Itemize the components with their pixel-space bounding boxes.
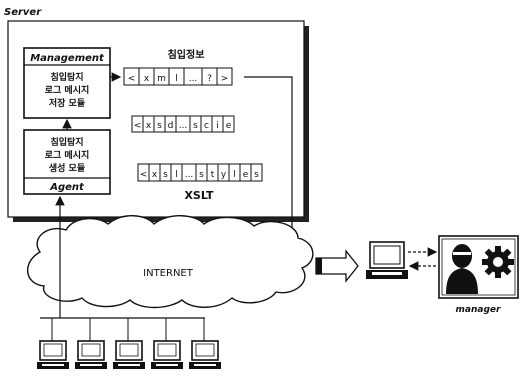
client-network — [37, 318, 221, 369]
xsd-char: x — [146, 121, 152, 131]
xml-char: x — [144, 74, 150, 84]
manager-computer-icon — [366, 242, 408, 279]
xsd-char: ... — [179, 121, 188, 131]
xslt-char: s — [254, 170, 259, 180]
client-computer-icon — [75, 318, 107, 369]
xslt-char: e — [243, 170, 249, 180]
internet-cloud — [28, 216, 313, 308]
xslt-char: ... — [185, 170, 194, 180]
xsd-char: i — [216, 121, 219, 131]
xslt-char: x — [152, 170, 158, 180]
xml-char: > — [221, 74, 229, 84]
client-computer-icon — [151, 318, 183, 369]
xslt-char: s — [163, 170, 168, 180]
agent-line-2: 로그 메시지 — [45, 149, 90, 161]
management-line-1: 침입탐지 — [50, 71, 83, 83]
client-computer-icon — [37, 318, 69, 369]
internet-to-manager-arrow — [316, 251, 358, 281]
xsd-char: c — [204, 121, 209, 131]
xml-char: < — [128, 74, 136, 84]
xml-char: ... — [189, 74, 198, 84]
intrusion-info-label: 침입정보 — [168, 48, 205, 61]
management-line-2: 로그 메시지 — [45, 84, 90, 96]
xsd-char: s — [193, 121, 198, 131]
manager-icon — [439, 236, 518, 298]
xml-char: l — [175, 74, 178, 84]
client-computer-icon — [113, 318, 145, 369]
management-title: Management — [30, 53, 105, 64]
xslt-char: l — [175, 170, 178, 180]
internet-label: INTERNET — [143, 268, 194, 279]
client-computer-icon — [189, 318, 221, 369]
xml-char: m — [157, 74, 166, 84]
xslt-char: < — [140, 170, 148, 180]
agent-title: Agent — [49, 182, 85, 193]
xslt-char: y — [221, 170, 227, 180]
xsd-char: < — [134, 121, 142, 131]
xslt-char: t — [211, 170, 215, 180]
arrow-tail-stripe — [316, 258, 322, 274]
xsd-char: e — [226, 121, 232, 131]
xslt-char: s — [199, 170, 204, 180]
manager-label: manager — [456, 305, 501, 315]
management-line-3: 저장 모듈 — [49, 97, 85, 109]
agent-line-3: 생성 모듈 — [49, 162, 85, 174]
server-label: Server — [4, 7, 42, 18]
xsd-char: d — [168, 121, 174, 131]
xml-char: ? — [207, 74, 212, 84]
xsd-char: s — [157, 121, 162, 131]
xslt-label: XSLT — [184, 189, 214, 202]
agent-line-1: 침입탐지 — [50, 136, 83, 148]
xslt-char: l — [233, 170, 236, 180]
